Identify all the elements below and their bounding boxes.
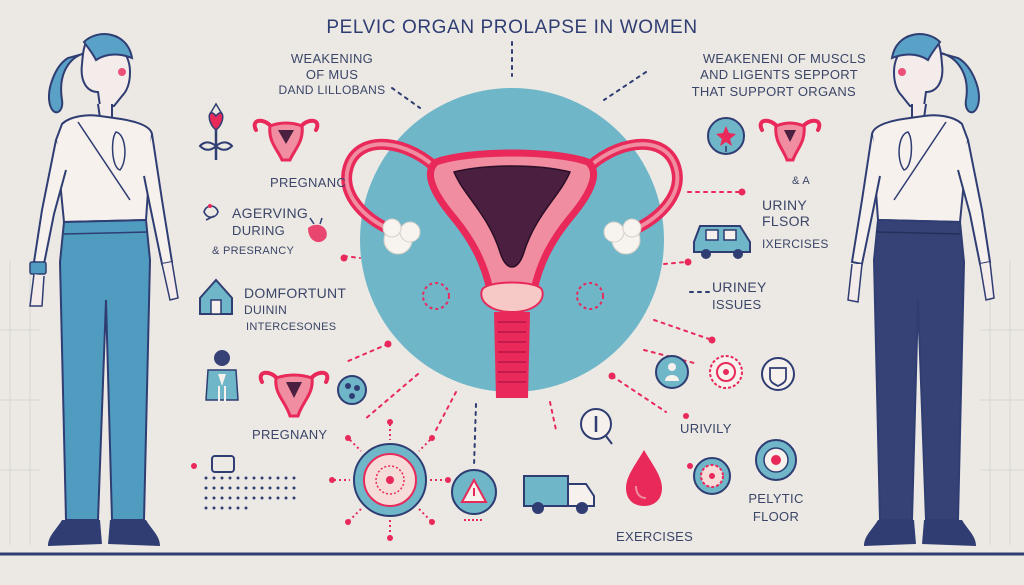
label-weakening: WEAKENING: [290, 51, 374, 66]
label-uriney: URINEY: [712, 279, 767, 295]
car-icon: [693, 225, 751, 259]
label-domfortunt: DOMFORTUNT: [244, 285, 347, 301]
label-pelytic: PELYTIC: [748, 491, 804, 506]
label-floor: FLOOR: [752, 509, 800, 524]
background-grid: [0, 260, 1024, 545]
label-ixercises: IXERCISES: [762, 237, 829, 251]
label-weakeneni: WEAKENENI OF MUSCLS: [702, 51, 866, 66]
label-agerving: AGERVING: [232, 205, 309, 221]
label-urivily: URIVILY: [680, 421, 732, 436]
label-flsor: FLSOR: [762, 213, 811, 229]
hands-icon-red: [308, 217, 327, 243]
label-exercises: EXERCISES: [616, 529, 694, 544]
left-ovary-marker: [422, 282, 450, 310]
person-icon: [205, 350, 239, 402]
label-presrancy: & PRESRANCY: [212, 245, 295, 257]
dot-grid-icon: [204, 455, 296, 510]
flower-icon: [198, 102, 234, 160]
label-support-organs: THAT SUPPORT ORGANS: [691, 84, 856, 99]
label-of-mus: OF MUS: [305, 67, 359, 82]
truck-icon: [523, 475, 595, 514]
label-pregnany: PREGNANY: [252, 427, 328, 442]
uterus-illustration: [341, 138, 683, 398]
right-woman-figure: [847, 33, 995, 546]
label-dand-lillobans: DAND LILLOBANS: [278, 83, 386, 97]
network-icon: [337, 375, 367, 405]
person-badge-icon: [655, 355, 689, 389]
house-icon: [199, 278, 233, 315]
small-uterus-icon: [252, 118, 320, 162]
label-intercesones: INTERCESONES: [246, 321, 337, 333]
cell-badge-icon: [693, 457, 731, 495]
small-uterus-icon-3: [758, 118, 822, 162]
hands-icon: [203, 204, 219, 221]
small-uterus-icon-2: [258, 370, 330, 418]
label-issues: ISSUES: [712, 297, 762, 312]
right-ovary-marker: [576, 282, 604, 310]
label-and-a: & A: [792, 175, 811, 187]
label-duinin: DUININ: [244, 303, 288, 317]
left-woman-figure: [29, 33, 179, 546]
label-ligents: AND LIGENTS SEPPORT: [700, 67, 858, 82]
pelvic-floor-icon: [755, 439, 797, 481]
connector-dots: [191, 188, 746, 469]
drop-icon: [626, 450, 662, 506]
label-uriny: URINY: [762, 197, 808, 213]
cell-icon: [329, 419, 451, 541]
flower-badge-icon: [707, 117, 745, 155]
target-icon: [709, 355, 743, 389]
check-badge-icon: [761, 357, 795, 391]
label-during: DURING: [232, 223, 286, 238]
label-pregnanc: PREGNANC: [270, 175, 347, 190]
page-title: PELVIC ORGAN PROLAPSE IN WOMEN: [326, 17, 698, 38]
connector-lines: [343, 41, 741, 467]
shield-icon: [580, 408, 613, 445]
warning-icon: [451, 469, 497, 521]
